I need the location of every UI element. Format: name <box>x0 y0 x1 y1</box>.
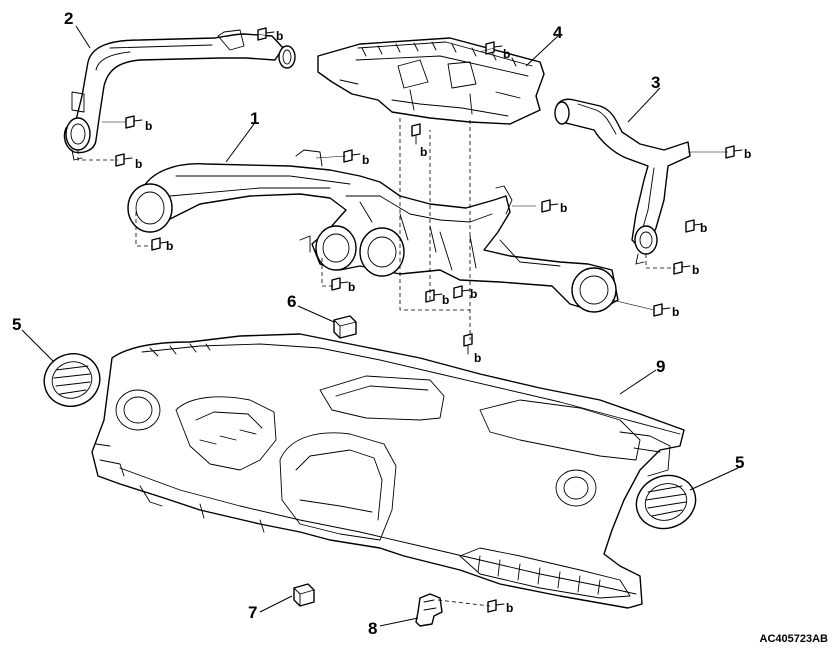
bolt-label: b <box>503 47 510 61</box>
callout-3: 3 <box>651 73 660 92</box>
bolt-labels: b b b b b b b b b b b b b b b b b <box>135 29 751 615</box>
reference-code: AC405723AB <box>760 633 829 645</box>
bolt-label: b <box>700 221 707 235</box>
bolt-label: b <box>560 201 567 215</box>
callout-2: 2 <box>64 9 73 28</box>
part-3-right-side-duct <box>554 98 691 265</box>
callout-6: 6 <box>287 292 296 311</box>
alignment-lines <box>77 33 728 607</box>
bolt-label: b <box>276 29 283 43</box>
bolt-b-8 <box>541 199 559 213</box>
bolt-b-3 <box>115 153 133 167</box>
bolt-b-10 <box>685 219 703 233</box>
bolt-label: b <box>362 153 369 167</box>
part-2-left-side-duct <box>63 29 296 161</box>
part-9-instrument-panel <box>91 333 685 609</box>
bolt-label: b <box>135 157 142 171</box>
part-7-switch <box>293 583 315 607</box>
bolt-b-14 <box>425 289 443 303</box>
bolt-b-16 <box>463 333 473 355</box>
bolt-b-5 <box>411 123 421 145</box>
callout-labels: 2 4 3 1 6 5 9 5 7 8 <box>12 9 744 638</box>
bolt-label: b <box>744 147 751 161</box>
bolt-label: b <box>348 280 355 294</box>
bolt-b-2 <box>125 115 143 129</box>
part-6-clip <box>333 315 357 339</box>
bolt-b-1 <box>257 27 275 41</box>
bolt-b-7 <box>725 145 743 159</box>
part-5-right-round-vent <box>635 474 697 530</box>
callout-4: 4 <box>553 23 563 42</box>
bolt-label: b <box>442 293 449 307</box>
bolt-label: b <box>470 287 477 301</box>
bolt-label: b <box>145 119 152 133</box>
bolt-b-12 <box>331 277 349 291</box>
bolt-b-9 <box>151 237 169 251</box>
bolt-label: b <box>166 239 173 253</box>
bolt-label: b <box>420 145 427 159</box>
part-8-bracket <box>415 593 443 627</box>
part-4-center-vent-assembly <box>317 37 545 125</box>
bolt-b-13 <box>453 285 471 299</box>
bolt-label: b <box>672 305 679 319</box>
callout-5-left: 5 <box>12 315 21 334</box>
callout-8: 8 <box>368 619 377 638</box>
part-1-main-duct <box>127 149 619 313</box>
bolt-b-15 <box>653 303 671 317</box>
callout-9: 9 <box>656 357 665 376</box>
bolt-b-11 <box>673 261 691 275</box>
callout-1: 1 <box>250 109 259 128</box>
bolt-b-4 <box>485 41 503 55</box>
bolt-b-6 <box>343 149 361 163</box>
bolt-label: b <box>692 263 699 277</box>
bolt-label: b <box>474 351 481 365</box>
part-5-left-round-vent <box>43 353 101 407</box>
leader-lines <box>21 25 739 627</box>
bolt-label: b <box>506 601 513 615</box>
bolt-b-17 <box>487 599 505 613</box>
callout-5-right: 5 <box>735 453 744 472</box>
callout-7: 7 <box>248 603 257 622</box>
